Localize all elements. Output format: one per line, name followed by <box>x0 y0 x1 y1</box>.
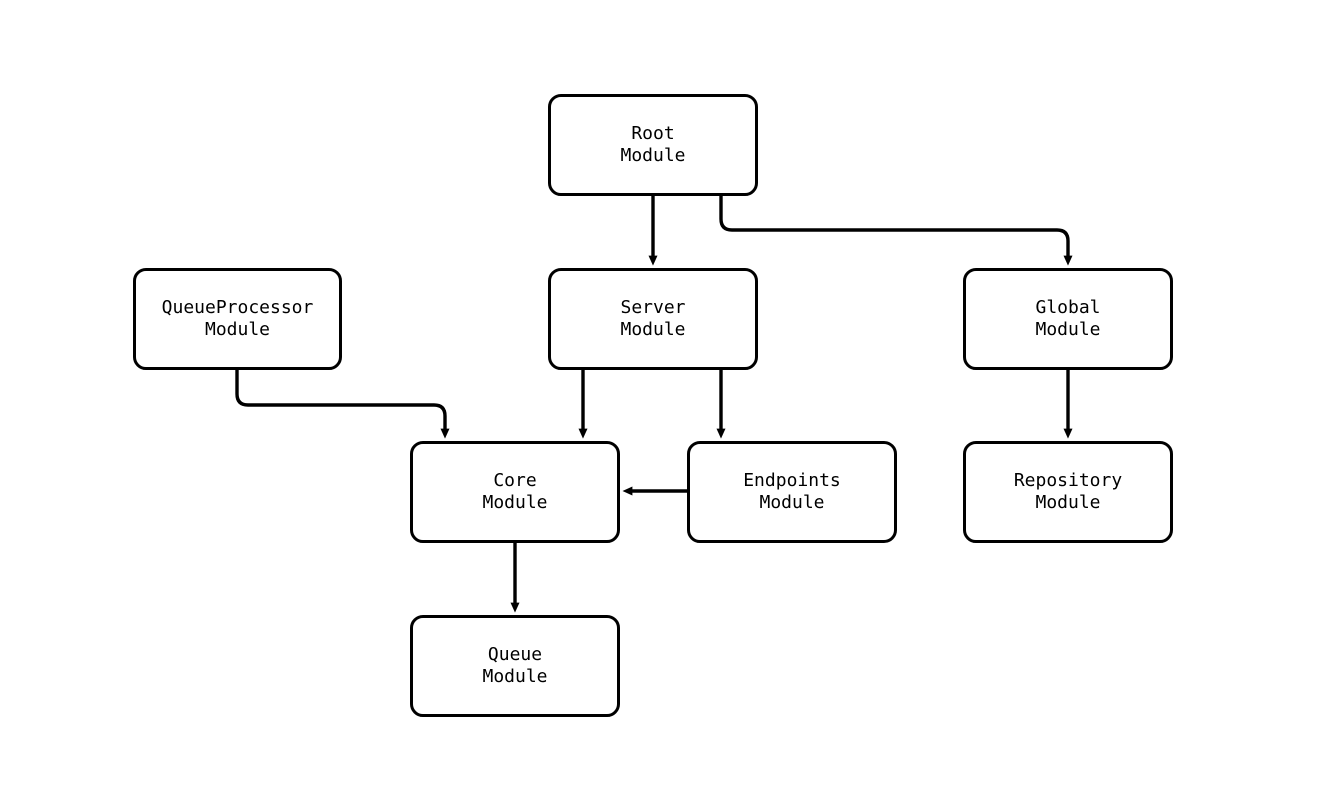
node-global-module[interactable]: Global Module <box>963 268 1173 370</box>
node-core-module-line1: Core <box>493 470 537 491</box>
node-server-module-line1: Server <box>620 297 686 318</box>
node-server-module-line2: Module <box>620 319 686 340</box>
node-endpoints-module-line2: Module <box>759 492 825 513</box>
node-root-module[interactable]: Root Module <box>548 94 758 196</box>
node-repository-module-line1: Repository <box>1013 470 1123 491</box>
node-queueprocessor-module[interactable]: QueueProcessor Module <box>133 268 342 370</box>
node-queueprocessor-module-line1: QueueProcessor <box>161 297 314 318</box>
node-root-module-line2: Module <box>620 145 686 166</box>
node-global-module-line2: Module <box>1035 319 1101 340</box>
node-endpoints-module-line1: Endpoints <box>743 470 841 491</box>
node-core-module-line2: Module <box>482 492 548 513</box>
edge-queueprocessor-to-core <box>235 370 450 439</box>
node-queueprocessor-module-line2: Module <box>204 319 271 340</box>
node-repository-module[interactable]: Repository Module <box>963 441 1173 543</box>
node-queue-module[interactable]: Queue Module <box>410 615 620 717</box>
node-endpoints-module[interactable]: Endpoints Module <box>687 441 897 543</box>
node-server-module[interactable]: Server Module <box>548 268 758 370</box>
node-root-module-line1: Root <box>631 123 675 144</box>
edge-root-to-global <box>719 196 1073 266</box>
node-core-module[interactable]: Core Module <box>410 441 620 543</box>
node-queue-module-line1: Queue <box>487 644 543 665</box>
node-repository-module-line2: Module <box>1035 492 1101 513</box>
node-queue-module-line2: Module <box>482 666 548 687</box>
node-global-module-line1: Global <box>1035 297 1101 318</box>
